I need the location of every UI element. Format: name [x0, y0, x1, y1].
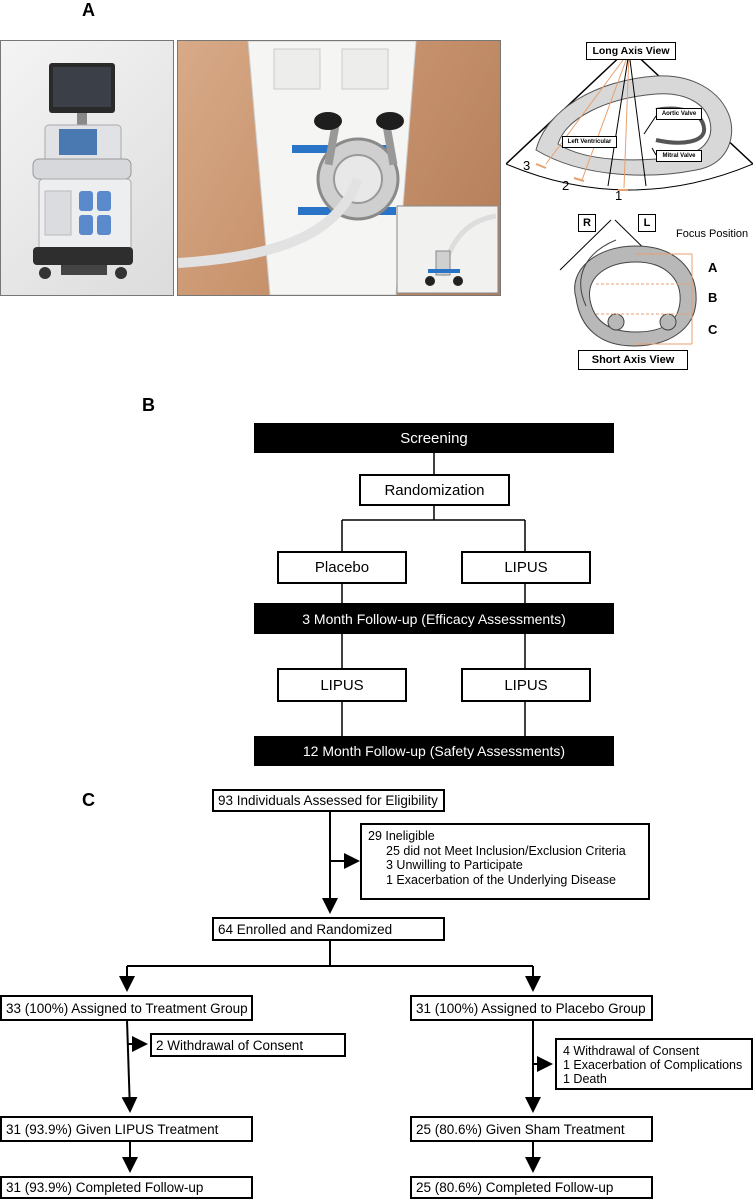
followup-3-month: 3 Month Follow-up (Efficacy Assessments) — [254, 603, 614, 634]
panel-b-label: B — [142, 395, 155, 415]
ultrasound-machine-photo — [0, 40, 174, 296]
ineligible-item: 25 did not Meet Inclusion/Exclusion Crit… — [386, 843, 626, 858]
placebo-exclusion-item: 4 Withdrawal of Consent — [563, 1044, 700, 1058]
panel-c-label: C — [82, 790, 95, 810]
marker-2: 2 — [562, 178, 570, 193]
treatment-withdrawal: 2 Withdrawal of Consent — [150, 1033, 346, 1057]
right-marker: R — [578, 214, 596, 232]
followup-12-month: 12 Month Follow-up (Safety Assessments) — [254, 736, 614, 766]
placebo-given: 25 (80.6%) Given Sham Treatment — [410, 1116, 653, 1142]
left-ventricular-label: Left Ventricular — [562, 136, 617, 148]
left-marker: L — [638, 214, 656, 232]
placebo-completed: 25 (80.6%) Completed Follow-up — [410, 1176, 653, 1199]
lipus-crossover-left: LIPUS — [277, 668, 407, 702]
placebo-exclusion-item: 1 Death — [563, 1072, 607, 1086]
probe-on-chest-photo — [177, 40, 501, 296]
screening-step: Screening — [254, 423, 614, 453]
ineligible-item: 1 Exacerbation of the Underlying Disease — [386, 872, 616, 887]
focus-c: C — [708, 322, 718, 337]
treatment-completed: 31 (93.9%) Completed Follow-up — [0, 1176, 253, 1199]
short-axis-view-diagram: R L Focus Position A B C Short Axis View — [556, 210, 753, 374]
ineligible-box: 29 Ineligible 25 did not Meet Inclusion/… — [360, 823, 650, 900]
focus-position-label: Focus Position — [676, 228, 749, 240]
placebo-exclusion-item: 1 Exacerbation of Complications — [563, 1058, 743, 1072]
short-axis-view-title: Short Axis View — [578, 350, 688, 370]
panel-a-label: A — [82, 0, 95, 20]
long-axis-view-diagram: Long Axis View Aortic Valve Left Ventric… — [505, 40, 753, 203]
marker-1: 1 — [615, 188, 623, 203]
lipus-arm: LIPUS — [461, 551, 591, 584]
marker-3: 3 — [523, 158, 531, 173]
treatment-given: 31 (93.9%) Given LIPUS Treatment — [0, 1116, 253, 1142]
treatment-assigned: 33 (100%) Assigned to Treatment Group — [0, 995, 253, 1021]
enrolled-randomized: 64 Enrolled and Randomized — [212, 917, 445, 941]
lipus-crossover-right: LIPUS — [461, 668, 591, 702]
ineligible-item: 3 Unwilling to Participate — [386, 858, 523, 872]
long-axis-view-title: Long Axis View — [586, 42, 676, 60]
placebo-arm: Placebo — [277, 551, 407, 584]
focus-b: B — [708, 290, 718, 305]
randomization-step: Randomization — [359, 474, 510, 506]
assessed-for-eligibility: 93 Individuals Assessed for Eligibility — [212, 789, 445, 812]
mitral-valve-label: Mitral Valve — [656, 150, 702, 162]
focus-a: A — [708, 260, 718, 275]
ineligible-title: 29 Ineligible — [368, 829, 435, 843]
placebo-exclusions-box: 4 Withdrawal of Consent 1 Exacerbation o… — [555, 1038, 753, 1090]
aortic-valve-label: Aortic Valve — [656, 108, 702, 120]
placebo-assigned: 31 (100%) Assigned to Placebo Group — [410, 995, 653, 1021]
